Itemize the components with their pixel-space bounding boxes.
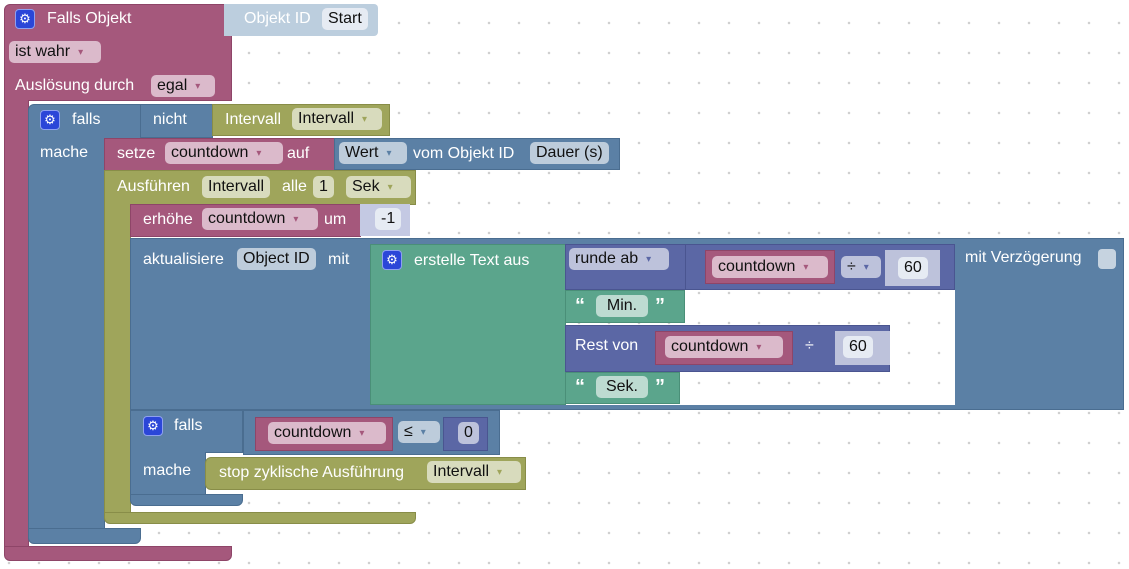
by-label: um [324, 211, 347, 228]
interval-label: Ausführen [117, 178, 190, 195]
increment-variable-dropdown[interactable]: countdown▾ [202, 208, 318, 230]
variable-dropdown[interactable]: countdown▾ [712, 256, 828, 278]
modulo-label: Rest von [575, 337, 639, 354]
object-id-label: Objekt ID [244, 10, 311, 27]
of-object-label: vom Objekt ID [413, 145, 515, 162]
open-quote-icon: “ [575, 376, 585, 398]
gear-icon[interactable]: ⚙ [382, 250, 402, 270]
do-label: mache [40, 144, 89, 161]
interval-bottom [104, 512, 416, 524]
outer-if-bottom [28, 528, 141, 544]
gear-icon[interactable]: ⚙ [143, 416, 163, 436]
delay-checkbox[interactable] [1098, 249, 1116, 269]
modulo-divisor-field[interactable]: 60 [843, 336, 873, 358]
stop-label: stop zyklische Ausführung [219, 464, 404, 481]
increment-value-field[interactable]: -1 [375, 208, 402, 230]
inner-if-spine [130, 452, 206, 496]
open-quote-icon: “ [575, 295, 585, 317]
close-quote-icon: ” [655, 376, 665, 398]
do-label: mache [143, 462, 192, 479]
outer-if-spine [28, 138, 105, 530]
inner-if-bottom [130, 494, 243, 506]
every-label: alle [282, 178, 307, 195]
compare-value-field[interactable]: 0 [458, 422, 479, 444]
operator-dropdown[interactable]: ÷▾ [841, 256, 881, 278]
close-quote-icon: ” [655, 295, 665, 317]
round-dropdown[interactable]: runde ab▾ [569, 248, 669, 270]
set-label: setze [117, 145, 156, 162]
if-label: falls [174, 417, 203, 434]
event-block-bottom [4, 546, 232, 561]
text-field-sek[interactable]: Sek. [596, 376, 648, 398]
gear-icon[interactable]: ⚙ [40, 110, 60, 130]
delay-label: mit Verzögerung [965, 249, 1082, 266]
object-id-field[interactable]: Start [322, 8, 368, 30]
variable-dropdown[interactable]: countdown▾ [665, 336, 783, 358]
every-value-field[interactable]: 1 [313, 176, 334, 198]
interval-spine [104, 204, 131, 514]
text-join-label: erstelle Text aus [414, 252, 530, 269]
if-label: falls [72, 111, 101, 128]
event-title: Falls Objekt [47, 10, 132, 27]
unit-dropdown[interactable]: Sek▾ [346, 176, 411, 198]
interval-name-field[interactable]: Intervall [202, 176, 271, 198]
divide-symbol: ÷ [805, 337, 814, 354]
trigger-dropdown[interactable]: egal▾ [151, 75, 215, 97]
trigger-label: Auslösung durch [15, 77, 135, 94]
comparison-dropdown[interactable]: ≤▾ [398, 421, 440, 443]
with-label: mit [328, 251, 350, 268]
update-label: aktualisiere [143, 251, 224, 268]
variable-dropdown[interactable]: countdown▾ [268, 422, 386, 444]
not-block[interactable] [140, 104, 213, 138]
timer-label: Intervall [225, 111, 282, 128]
timer-dropdown[interactable]: Intervall▾ [292, 108, 382, 130]
event-block-spine [4, 100, 29, 548]
update-object-field[interactable]: Object ID [237, 248, 316, 270]
increment-label: erhöhe [143, 211, 193, 228]
object-field[interactable]: Dauer (s) [530, 142, 609, 164]
divisor-field[interactable]: 60 [898, 257, 928, 279]
text-join-block[interactable] [370, 244, 566, 405]
variable-dropdown[interactable]: countdown▾ [165, 142, 283, 164]
text-field-min[interactable]: Min. [596, 295, 648, 317]
gear-icon[interactable]: ⚙ [15, 9, 35, 29]
value-dropdown[interactable]: Wert▾ [339, 142, 407, 164]
not-label: nicht [153, 111, 187, 128]
condition-dropdown[interactable]: ist wahr▾ [9, 41, 101, 63]
stop-target-dropdown[interactable]: Intervall▾ [427, 461, 521, 483]
to-label: auf [287, 145, 310, 162]
